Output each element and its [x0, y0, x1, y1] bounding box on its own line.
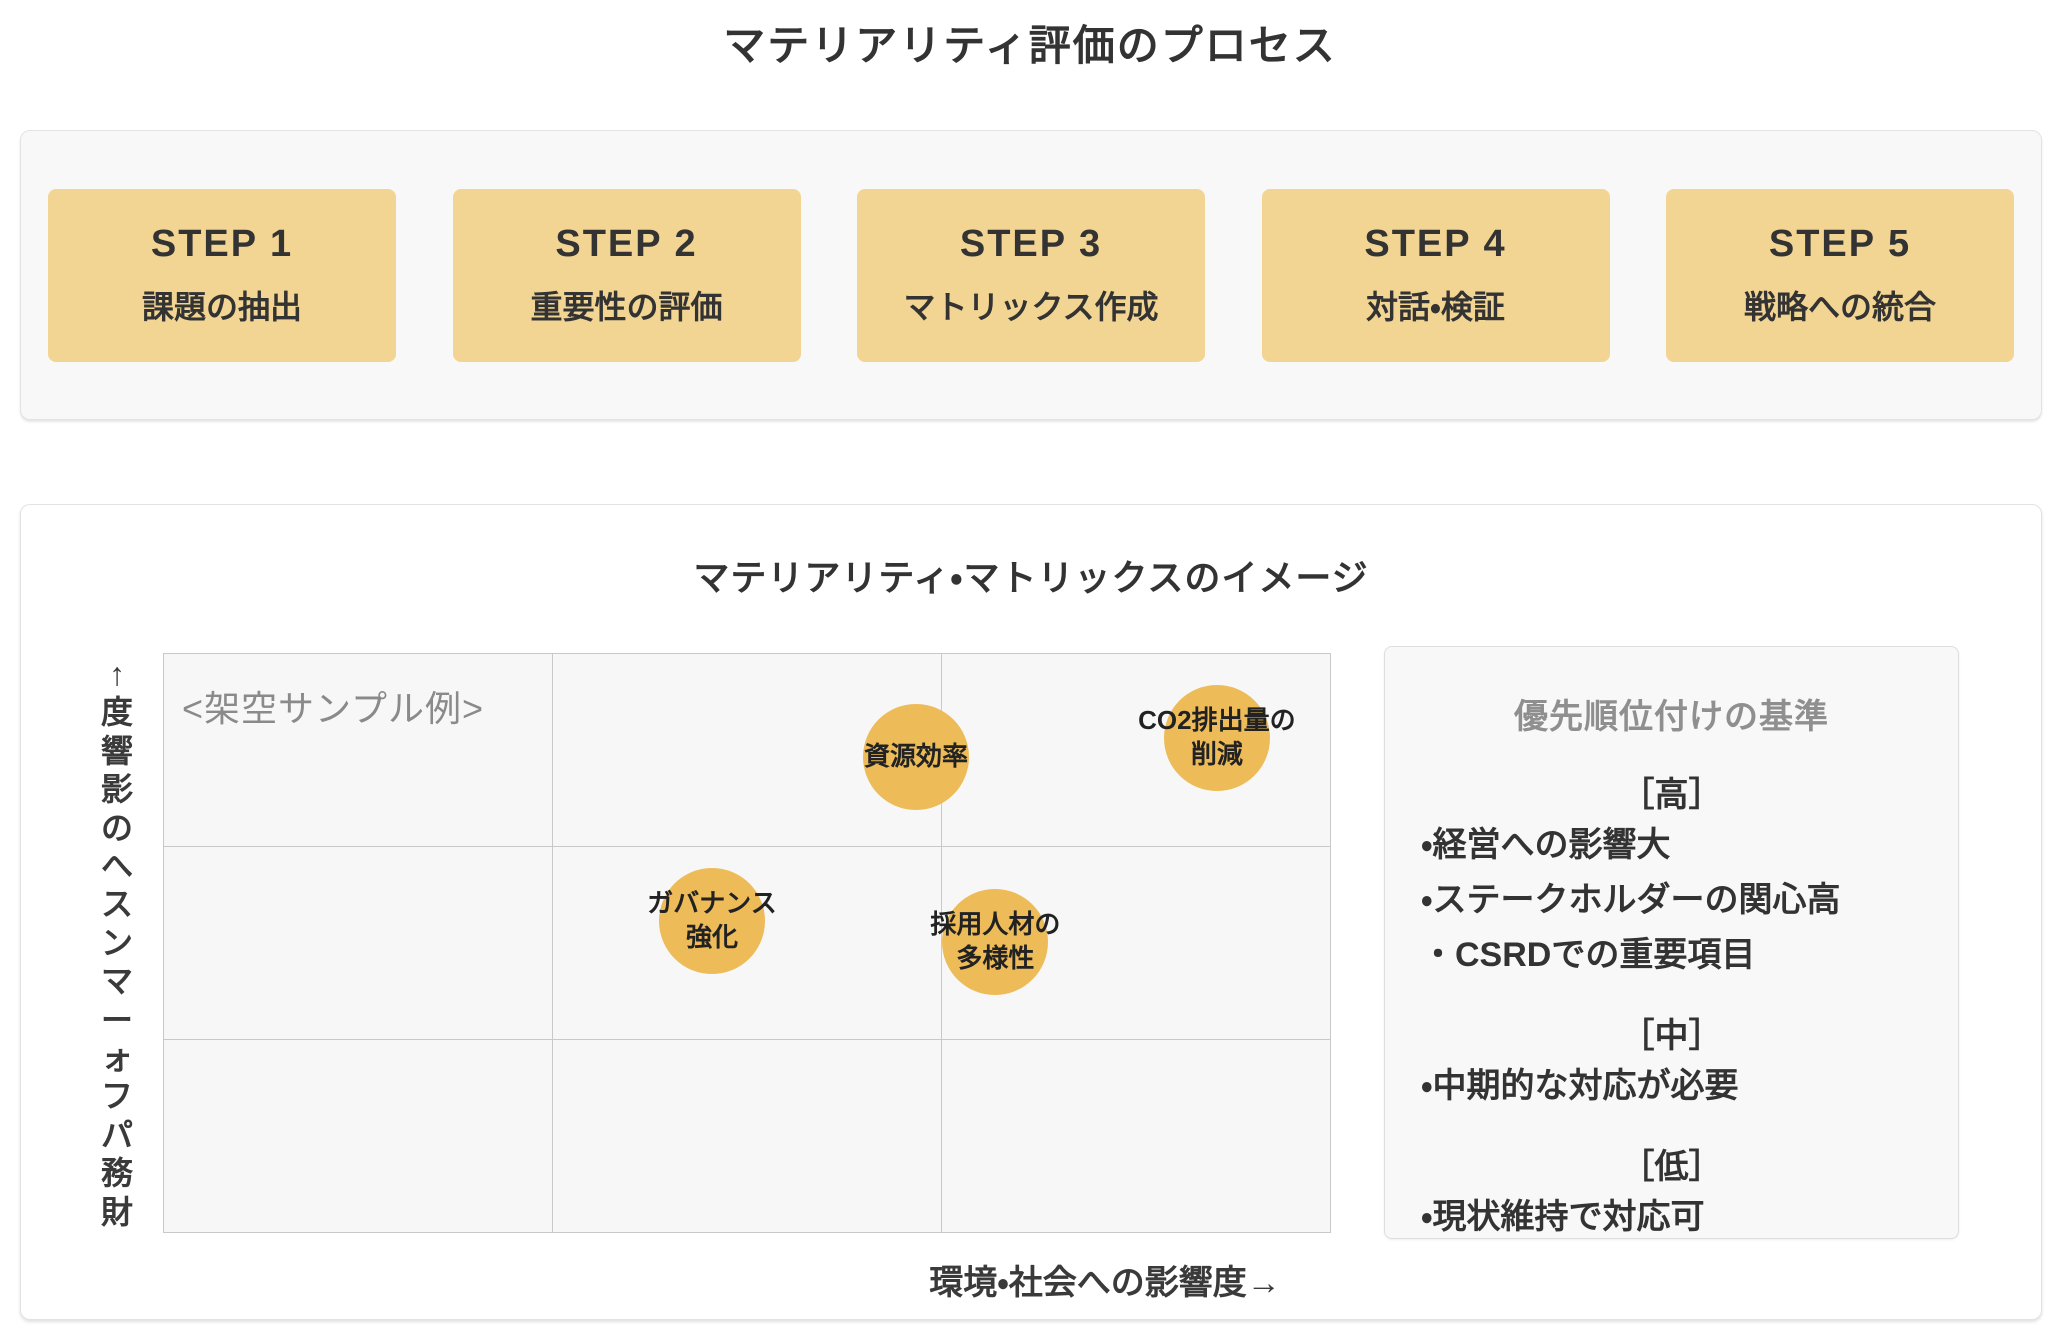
step-box-2: STEP 2 重要性の評価 — [452, 188, 801, 362]
step-box-1: STEP 1 課題の抽出 — [48, 188, 396, 362]
grid-cell — [942, 1040, 1330, 1232]
bubble-label: ガバナンス 強化 — [647, 888, 777, 953]
y-axis-label-text: ↑ 度 響 影 の へ ス ン マ ー ォ フ パ 務 財 — [100, 656, 133, 1230]
bubble-label: 採用人材の 多様性 — [930, 909, 1061, 973]
grid-cell — [164, 847, 552, 1039]
step-box-5: STEP 5 戦略への統合 — [1666, 188, 2014, 362]
criteria-item: ・現状維持で対応可 — [1421, 1198, 1705, 1236]
criteria-group-medium: ［中］ ・中期的な対応が必要 — [1385, 1013, 1958, 1114]
criteria-item: ・ステークホルダーの関心高 — [1421, 881, 1841, 919]
criteria-title: 優先順位付けの基準 — [1514, 698, 1829, 736]
criteria-group-low: ［低］ ・現状維持で対応可 — [1385, 1144, 1958, 1245]
matrix-title: マテリアリティ・マトリックスのイメージ — [693, 557, 1369, 598]
bubble-co2-reduction: CO2排出量の 削減 — [1138, 684, 1296, 791]
criteria-item: ・経営への影響大 — [1421, 826, 1671, 864]
step-name: 戦略への統合 — [1743, 288, 1936, 325]
criteria-item: ・中期的な対応が必要 — [1421, 1067, 1739, 1105]
criteria-item: ・CSRDでの重要項目 — [1421, 936, 1756, 974]
bubble-label: CO2排出量の 削減 — [1138, 705, 1296, 769]
step-label: STEP 5 — [1768, 222, 1912, 265]
bubble-label: 資源効率 — [864, 740, 969, 771]
criteria-level: ［低］ — [1620, 1148, 1723, 1186]
criteria-panel: 優先順位付けの基準 ［高］ ・経営への影響大 ・ステークホルダーの関心高 ・CS… — [1384, 646, 1959, 1239]
step-label: STEP 3 — [959, 222, 1103, 265]
bubble-talent-diversity: 採用人材の 多様性 — [930, 888, 1060, 995]
criteria-level: ［中］ — [1620, 1017, 1723, 1055]
sample-note: <架空サンプル例> — [182, 688, 484, 729]
y-axis-label: ↑ 度 響 影 の へ ス ン マ ー ォ フ パ 務 財 — [77, 653, 157, 1233]
step-name: 重要性の評価 — [530, 288, 723, 325]
x-axis-label: 環境・社会への影響度→ — [929, 1264, 1281, 1302]
step-name: 課題の抽出 — [141, 288, 302, 325]
matrix-grid: <架空サンプル例> 資源効率 CO2排出量の 削減 ガバナンス 強化 — [163, 653, 1331, 1233]
step-name: マトリックス作成 — [903, 288, 1159, 325]
steps-row: STEP 1 課題の抽出 STEP 2 重要性の評価 STEP 3 マトリックス… — [21, 131, 2041, 419]
matrix-card: マテリアリティ・マトリックスのイメージ ↑ 度 響 影 の へ ス ン マ ー … — [20, 504, 2042, 1320]
grid-cell — [164, 1040, 552, 1232]
bubble-resource-efficiency: 資源効率 — [863, 703, 970, 810]
step-name: 対話・検証 — [1366, 288, 1505, 325]
step-label: STEP 4 — [1364, 222, 1507, 265]
step-box-4: STEP 4 対話・検証 — [1261, 188, 1610, 362]
page-title: マテリアリティ評価のプロセス — [723, 22, 1337, 69]
criteria-group-high: ［高］ ・経営への影響大 ・ステークホルダーの関心高 ・CSRDでの重要項目 — [1385, 772, 1958, 983]
step-label: STEP 2 — [555, 222, 698, 265]
bubble-governance: ガバナンス 強化 — [647, 868, 777, 975]
step-label: STEP 1 — [150, 222, 294, 265]
grid-cell — [553, 1040, 941, 1232]
grid-cell — [164, 654, 552, 846]
step-box-3: STEP 3 マトリックス作成 — [857, 188, 1205, 362]
process-card: STEP 1 課題の抽出 STEP 2 重要性の評価 STEP 3 マトリックス… — [20, 130, 2042, 420]
criteria-level: ［高］ — [1620, 776, 1723, 814]
